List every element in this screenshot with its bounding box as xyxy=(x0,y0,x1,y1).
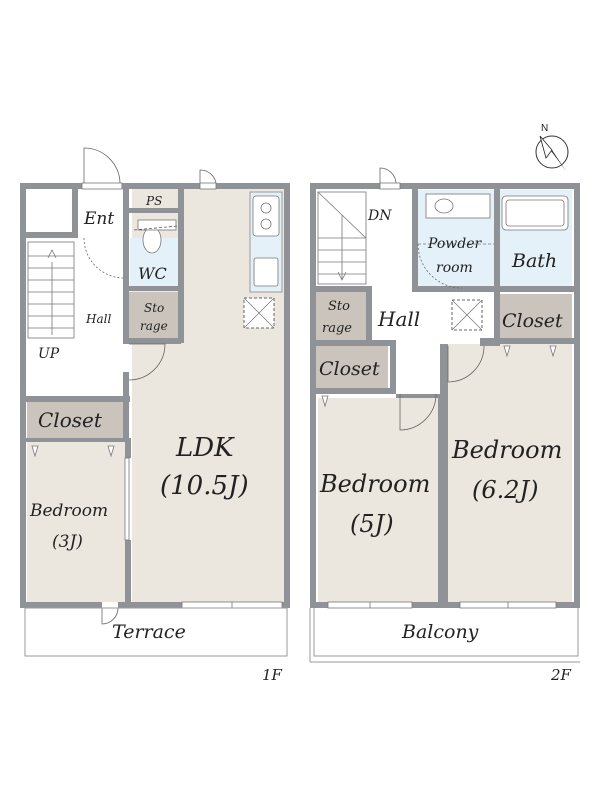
closet-2f-upper-fill xyxy=(500,294,572,338)
label-storage-1f-line2: rage xyxy=(140,319,168,333)
bathtub-icon xyxy=(501,195,569,231)
compass-north-label: N xyxy=(541,123,548,134)
sliding-door-bedroom xyxy=(124,457,130,541)
label-storage-2f-line2: rage xyxy=(322,321,352,336)
floor-1: Ent PS WC Hall Sto rage UP Closet Bedroo… xyxy=(20,147,290,684)
window-stair xyxy=(379,182,401,190)
label-dn: DN xyxy=(367,208,392,224)
walls-2f xyxy=(310,183,580,608)
basin-icon xyxy=(434,198,454,214)
balcony-outline xyxy=(313,608,579,657)
compass-ring xyxy=(535,135,569,169)
label-ldk-size: (10.5J) xyxy=(160,471,249,501)
label-powder-line1: Powder xyxy=(427,236,483,252)
toilet-tank xyxy=(137,219,177,231)
label-bedroom-62j: Bedroom xyxy=(451,436,562,464)
ldk-door-swing xyxy=(128,343,166,381)
bedroom-5j-floor xyxy=(318,398,438,602)
burner-icon xyxy=(260,202,272,214)
label-closet-2f-left: Closet xyxy=(319,358,380,380)
label-up: UP xyxy=(38,346,60,362)
label-powder-line2: room xyxy=(436,260,473,276)
window-ldk-north xyxy=(199,182,217,190)
compass-needle-light xyxy=(539,135,553,159)
label-storage-2f-line1: Sto xyxy=(328,299,350,314)
entrance-door-swing xyxy=(83,147,121,184)
label-ps: PS xyxy=(145,194,162,208)
label-ldk: LDK xyxy=(175,433,235,463)
label-bedroom-62j-size: (6.2J) xyxy=(472,476,539,504)
bedroom-5j-door-swing xyxy=(399,393,437,431)
label-balcony: Balcony xyxy=(401,621,479,643)
bedroom-62j-floor xyxy=(446,344,572,602)
closet-2f-left-fill xyxy=(316,346,388,388)
label-hall-1f: Hall xyxy=(85,312,111,326)
label-storage-1f-line1: Sto xyxy=(144,301,164,315)
label-terrace: Terrace xyxy=(112,621,186,643)
label-floor-1f: 1F xyxy=(262,666,283,684)
label-floor-2f: 2F xyxy=(550,666,572,684)
label-hall-2f: Hall xyxy=(377,307,420,331)
label-closet-1f: Closet xyxy=(38,408,103,432)
floor-2: DN Powder room Bath Sto rage Hall Closet… xyxy=(309,167,580,684)
stairs-down-2f xyxy=(317,191,367,285)
bedroom-62j-door-swing xyxy=(447,345,485,383)
storage-2f-fill xyxy=(316,292,368,340)
terrace-outline xyxy=(24,607,288,657)
label-bedroom-5j: Bedroom xyxy=(319,470,430,498)
label-bedroom-3j-size: (3J) xyxy=(52,532,83,552)
window-entrance xyxy=(81,182,123,190)
label-ent: Ent xyxy=(83,209,114,229)
stove-top xyxy=(252,195,280,237)
label-bedroom-3j: Bedroom xyxy=(29,501,108,521)
closet-1f-fill xyxy=(27,402,123,438)
label-bedroom-5j-size: (5J) xyxy=(350,510,394,538)
vanity-counter xyxy=(425,193,491,219)
label-wc: WC xyxy=(138,264,167,283)
label-closet-2f-upper: Closet xyxy=(502,310,563,332)
stairs-up-1f xyxy=(27,241,75,339)
toilet-icon xyxy=(142,226,162,254)
label-bath: Bath xyxy=(511,250,557,272)
burner-icon xyxy=(260,218,272,230)
walls-1f xyxy=(20,183,290,608)
kitchen-sink xyxy=(253,257,279,287)
compass: N xyxy=(535,123,569,171)
storage-1f-fill xyxy=(127,292,179,338)
